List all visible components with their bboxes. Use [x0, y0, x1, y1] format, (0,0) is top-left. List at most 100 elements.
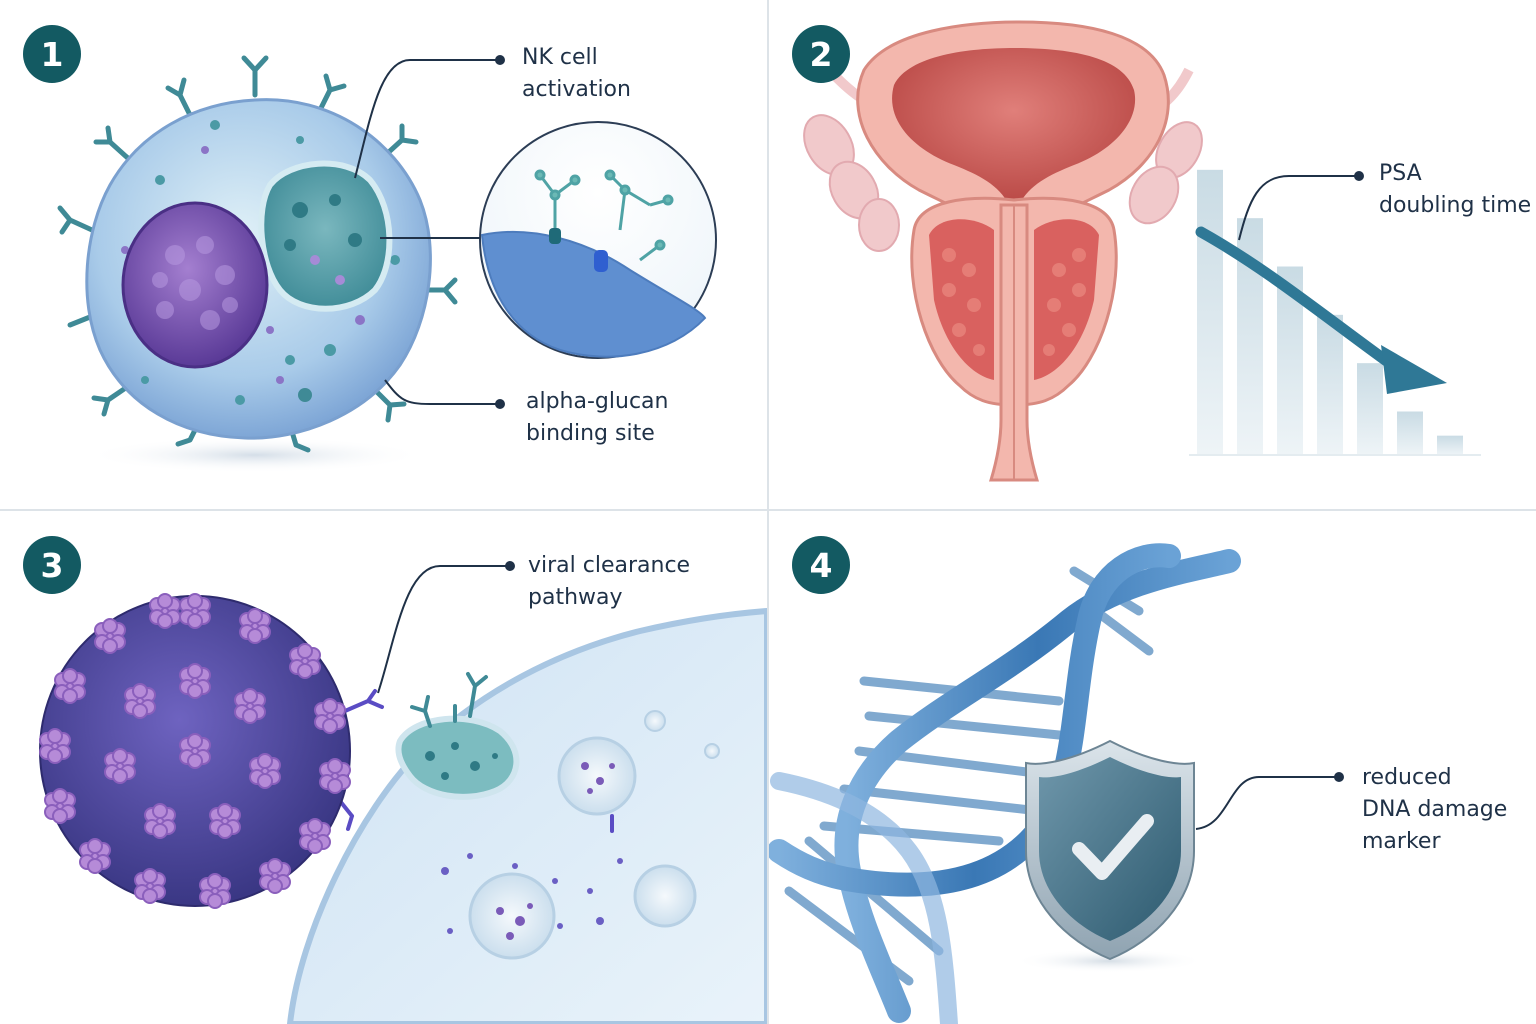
label-line: NK cell [522, 45, 598, 70]
vacuole-granules [284, 194, 362, 285]
spike-cluster [94, 618, 126, 654]
label-line: DNA damage [1362, 797, 1508, 822]
label-line: PSA [1379, 161, 1422, 186]
label-reduced-dna-damage-marker: reduced DNA damage marker [1362, 762, 1507, 858]
spike-cluster [249, 753, 281, 789]
spike-cluster [319, 758, 351, 794]
decline-arrow-head [1381, 345, 1447, 394]
trend-bar [1437, 435, 1463, 455]
trend-bar [1197, 169, 1223, 456]
spike-cluster [79, 838, 111, 874]
panel-viral-clearance: 3 [0, 511, 767, 1024]
spike-cluster [314, 698, 346, 734]
panel-dna-protection: 4 [769, 511, 1536, 1024]
host-cell-membrane [286, 607, 767, 1024]
binding-receptor [549, 228, 561, 244]
spike-cluster [239, 608, 271, 644]
spike-cluster [54, 668, 86, 704]
spike-cluster [289, 643, 321, 679]
label-line: viral clearance [528, 553, 691, 578]
spike-cluster [179, 593, 211, 629]
tissue-lobules [942, 248, 1086, 356]
leader-dot [1334, 772, 1344, 782]
trend-bar [1357, 363, 1383, 455]
bladder-lumen [892, 48, 1136, 205]
label-line: alpha-glucan [526, 389, 669, 414]
leader-dot [495, 399, 505, 409]
spike-cluster [144, 803, 176, 839]
label-line: activation [522, 77, 631, 102]
spike-cluster [234, 688, 266, 724]
panel-number-badge: 2 [792, 25, 850, 83]
spike-cluster [44, 788, 76, 824]
leader-nk-activation [354, 59, 500, 179]
label-psa-doubling-time: PSA doubling time [1379, 158, 1531, 222]
spike-cluster [259, 858, 291, 894]
granule-vacuole [258, 160, 393, 312]
label-line: doubling time [1379, 193, 1532, 218]
label-line: marker [1362, 829, 1441, 854]
vesicle-cargo [496, 762, 615, 940]
leader-lines [377, 565, 510, 694]
dna-strand-a [834, 549, 1241, 1023]
panel-prostate: 2 [769, 0, 1536, 509]
label-line: reduced [1362, 765, 1452, 790]
spike-cluster [179, 733, 211, 769]
trend-bar [1397, 411, 1423, 455]
spike-cluster [209, 803, 241, 839]
nk-cell-illustration [57, 55, 717, 473]
leader-lines [1195, 776, 1339, 830]
glucan-chains [534, 169, 674, 262]
prostate-illustration [803, 20, 1481, 482]
cell-shadow [85, 437, 425, 473]
spike-cluster [199, 873, 231, 909]
viral-receptors [338, 689, 614, 833]
panel-nk-cell: 1 [0, 0, 767, 509]
panel-number-badge: 3 [23, 536, 81, 594]
leader-viral-clearance [377, 565, 510, 694]
panel-number-badge: 4 [792, 536, 850, 594]
leader-lines [354, 59, 500, 405]
leader-dna-damage [1195, 776, 1339, 830]
host-receptors [410, 672, 488, 728]
spike-cluster [104, 748, 136, 784]
cytoplasm-granules [121, 120, 400, 405]
leader-binding-site [384, 379, 500, 405]
spike-cluster [134, 868, 166, 904]
seminal-vesicles [803, 114, 1203, 252]
decline-arrow [1195, 226, 1405, 376]
leader-lines [1238, 175, 1359, 241]
zoom-membrane-surface [480, 230, 707, 358]
label-line: pathway [528, 585, 623, 610]
label-nk-cell-activation: NK cell activation [522, 42, 631, 106]
panel-divider-horizontal [0, 509, 1536, 511]
shield-shadow [1014, 949, 1204, 973]
pocket-granules [425, 742, 498, 780]
label-line: binding site [526, 421, 655, 446]
leader-psa [1238, 175, 1359, 241]
leader-dot [505, 561, 515, 571]
spike-cluster [149, 593, 181, 629]
dna-strand-c [770, 772, 958, 1024]
shield-face [1039, 757, 1181, 941]
leader-dot [495, 55, 505, 65]
panel-number-badge: 1 [23, 25, 81, 83]
spike-cluster [39, 728, 71, 764]
spike-cluster [299, 818, 331, 854]
endosome-vesicles [468, 710, 720, 960]
viral-clearance-illustration [39, 561, 767, 1024]
label-alpha-glucan-binding-site: alpha-glucan binding site [526, 386, 668, 450]
trend-bar [1317, 314, 1343, 455]
spike-cluster [179, 663, 211, 699]
check-icon [1072, 814, 1154, 880]
endocytic-pocket [395, 715, 520, 800]
spike-cluster [124, 683, 156, 719]
binding-receptor [594, 250, 608, 272]
leader-dot [1354, 171, 1364, 181]
nucleus-texture [152, 236, 238, 330]
virus-spike-clusters [39, 593, 351, 909]
label-viral-clearance-pathway: viral clearance pathway [528, 550, 690, 614]
panel-divider-vertical [767, 0, 769, 1024]
dna-protection-illustration [769, 543, 1344, 1024]
